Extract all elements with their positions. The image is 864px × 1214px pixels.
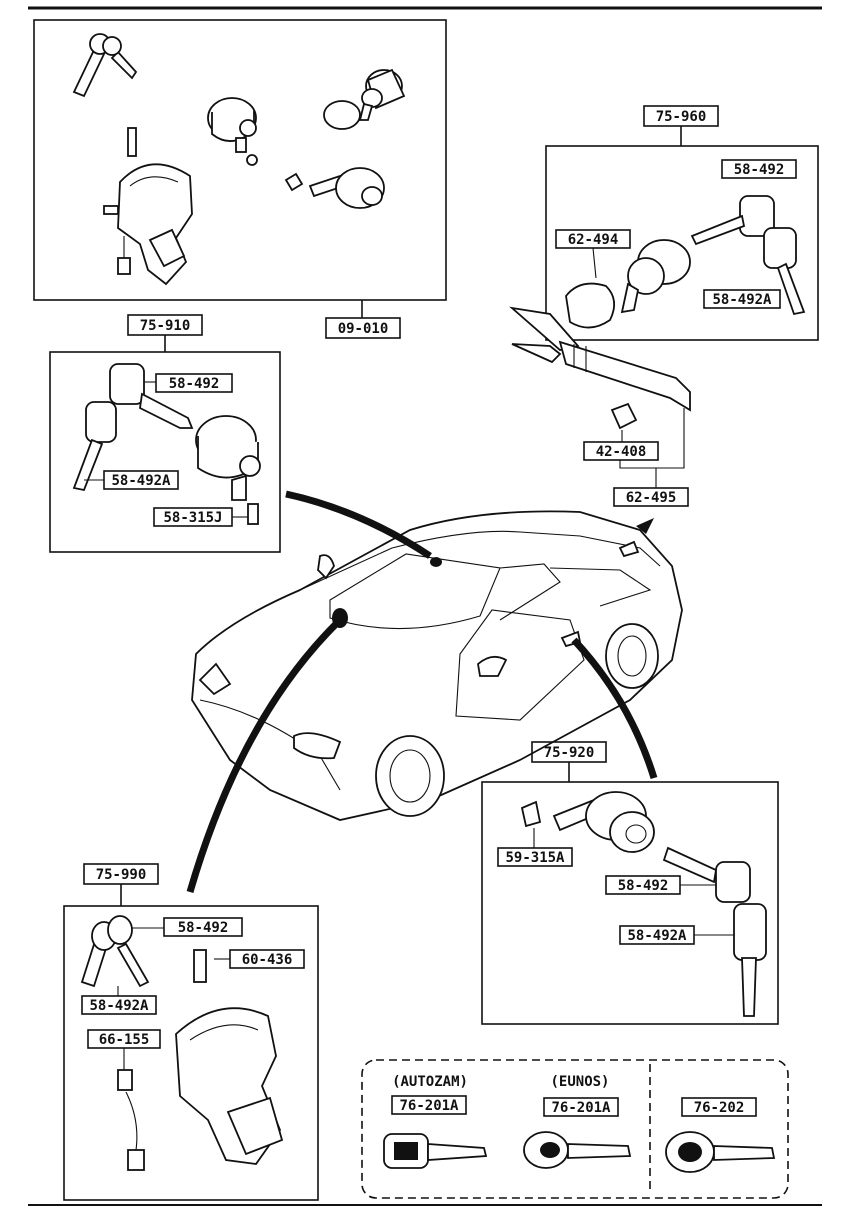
door-cylinder-icon	[284, 167, 385, 209]
ign-key-label: 58-492	[178, 920, 229, 936]
ign-switch-label: 66-155	[99, 1032, 150, 1048]
fuel-lock-cylinder-icon	[565, 239, 691, 329]
lid-opener-bracket-icon: 42-408 62-495	[509, 306, 691, 534]
top-group-label: 09-010	[338, 321, 389, 337]
key-blank-icon	[665, 1131, 776, 1173]
key-pair-icon	[72, 33, 138, 98]
right-key-a-label: 58-492A	[712, 292, 772, 308]
callout-arc	[186, 621, 339, 893]
eunos-part-label: 76-201A	[551, 1100, 611, 1116]
trunk-lock-box: 75-910 58-492 58-492A 58-315J	[49, 314, 281, 553]
fuel-lid-lock-box: 75-960 58-492 62-494 58-492A	[545, 105, 819, 341]
ignition-switch-icon	[175, 1007, 284, 1165]
door-key-label: 58-492	[618, 878, 669, 894]
door-cap-label: 59-315A	[505, 850, 565, 866]
key-icon	[109, 363, 194, 429]
trunk-cylinder-icon	[323, 68, 406, 130]
eunos-title: (EUNOS)	[550, 1074, 609, 1090]
key-a-icon	[72, 401, 117, 492]
left-key-label: 58-492	[169, 376, 220, 392]
top-assembly-box: 09-010	[33, 19, 447, 339]
ignition-box: 75-990 58-492 60-436 58-492A 66-155	[63, 863, 319, 1201]
left-group-label: 75-910	[140, 318, 191, 334]
callout-arc	[571, 637, 658, 780]
door-key-a-label: 58-492A	[627, 928, 687, 944]
right-pin-label: 42-408	[596, 444, 647, 460]
right-rod-label: 62-495	[626, 490, 677, 506]
ign-group-label: 75-990	[96, 867, 147, 883]
key-pair-icon	[80, 915, 150, 988]
right-key-label: 58-492	[734, 162, 785, 178]
lock-cylinder-icon	[207, 97, 258, 166]
door-lock-box: 75-920 59-315A 58-492 58-492A	[481, 741, 779, 1025]
key-a-icon	[733, 903, 767, 1017]
door-group-label: 75-920	[544, 745, 595, 761]
ignition-switch-icon	[103, 127, 193, 286]
key-blank-box: (AUTOZAM) 76-201A (EUNOS) 76-201A 76-202	[361, 1059, 789, 1199]
trunk-lock-cylinder-icon	[195, 415, 261, 501]
key-a-icon	[763, 227, 806, 316]
autozam-part-label: 76-201A	[399, 1098, 459, 1114]
right-ring-label: 62-494	[568, 232, 619, 248]
key-icon	[690, 195, 775, 246]
callout-arc	[285, 490, 432, 559]
car-illustration	[191, 510, 683, 821]
left-key-a-label: 58-492A	[111, 473, 171, 489]
key-icon	[662, 846, 751, 903]
other-part-label: 76-202	[694, 1100, 745, 1116]
right-group-label: 75-960	[656, 109, 707, 125]
ign-pin-label: 60-436	[242, 952, 293, 968]
left-cap-label: 58-315J	[163, 510, 222, 526]
key-blank-icon	[383, 1133, 488, 1169]
ign-key-a-label: 58-492A	[89, 998, 149, 1014]
autozam-title: (AUTOZAM)	[392, 1074, 468, 1090]
key-blank-icon	[523, 1131, 632, 1169]
door-cylinder-icon	[520, 791, 655, 853]
